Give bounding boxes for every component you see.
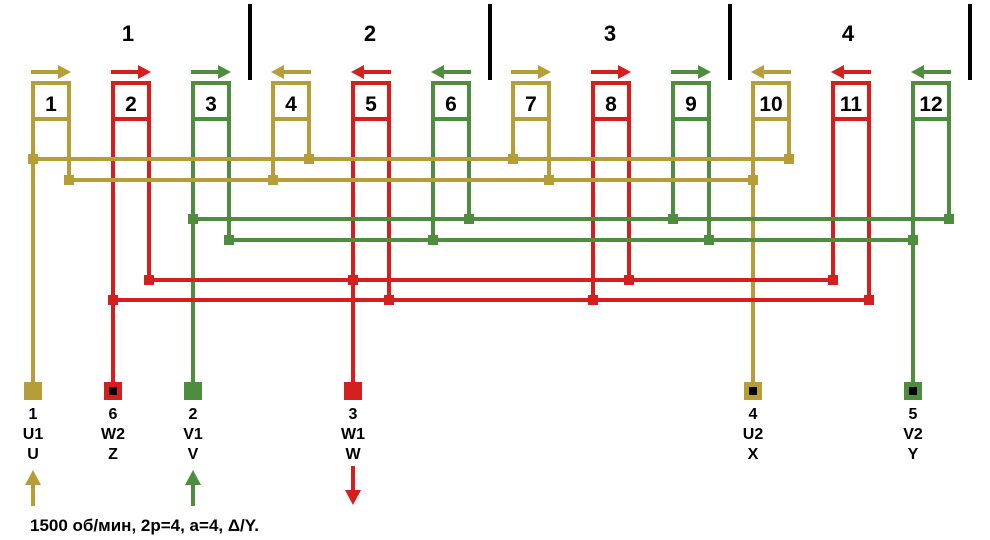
arrow-down-icon <box>345 490 361 505</box>
coil-7-box <box>511 81 551 121</box>
group-label: 4 <box>842 21 855 46</box>
terminal-iec-label: U1 <box>23 426 44 443</box>
junction-dot <box>668 214 678 224</box>
terminal-iec-label: V1 <box>183 426 203 443</box>
coil-9-box <box>671 81 711 121</box>
arrow-right-icon <box>538 65 551 79</box>
coil-10-box <box>751 81 791 121</box>
coil-number: 2 <box>125 93 137 116</box>
junction-dot <box>428 235 438 245</box>
junction-dot <box>944 214 954 224</box>
terminal-number: 6 <box>109 406 118 423</box>
terminal-old-label: Y <box>908 446 919 463</box>
junction-dot <box>304 154 314 164</box>
junction-dot <box>188 214 198 224</box>
junction-dot <box>588 295 598 305</box>
terminal-number: 3 <box>349 406 358 423</box>
coil-4-box <box>271 81 311 121</box>
coil-number: 9 <box>685 93 697 116</box>
coil-number: 1 <box>45 93 57 116</box>
coil-number: 5 <box>365 93 377 116</box>
terminal-number: 5 <box>909 406 918 423</box>
junction-dot <box>384 295 394 305</box>
coil-6-box <box>431 81 471 121</box>
coil-1-box <box>31 81 71 121</box>
group-label: 1 <box>122 21 134 46</box>
coil-number: 7 <box>525 93 537 116</box>
terminal-W1 <box>344 382 362 400</box>
arrow-right-icon <box>698 65 711 79</box>
terminal-V1 <box>184 382 202 400</box>
arrow-left-icon <box>431 65 444 79</box>
junction-dot <box>64 175 74 185</box>
terminal-U1 <box>24 382 42 400</box>
terminal-old-label: X <box>748 446 759 463</box>
arrow-left-icon <box>351 65 364 79</box>
terminal-iec-label: W2 <box>101 426 125 443</box>
group-label: 2 <box>364 21 376 46</box>
coil-11-box <box>831 81 871 121</box>
junction-dot <box>544 175 554 185</box>
arrow-up-icon <box>25 470 41 485</box>
coil-number: 8 <box>605 93 617 116</box>
junction-dot <box>828 275 838 285</box>
terminal-iec-label: W1 <box>341 426 365 443</box>
coil-number: 4 <box>285 93 297 116</box>
junction-dot <box>864 295 874 305</box>
coil-number: 10 <box>759 93 782 116</box>
arrow-left-icon <box>271 65 284 79</box>
junction-dot <box>624 275 634 285</box>
arrow-left-icon <box>831 65 844 79</box>
coil-3-box <box>191 81 231 121</box>
terminal-end-mark <box>909 387 917 395</box>
junction-dot <box>348 275 358 285</box>
arrow-left-icon <box>751 65 764 79</box>
coil-number: 6 <box>445 93 457 116</box>
coil-5-box <box>351 81 391 121</box>
coil-8-box <box>591 81 631 121</box>
arrow-right-icon <box>618 65 631 79</box>
terminal-number: 1 <box>29 406 38 423</box>
terminal-number: 4 <box>749 406 758 423</box>
group-label: 3 <box>604 21 616 46</box>
coil-12-box <box>911 81 951 121</box>
junction-dot <box>108 295 118 305</box>
arrow-left-icon <box>911 65 924 79</box>
junction-dot <box>268 175 278 185</box>
coil-number: 3 <box>205 93 217 116</box>
coil-number: 12 <box>919 93 942 116</box>
terminal-iec-label: U2 <box>743 426 764 443</box>
junction-dot <box>144 275 154 285</box>
terminal-iec-label: V2 <box>903 426 923 443</box>
terminal-old-label: W <box>345 446 361 463</box>
terminal-old-label: Z <box>108 446 118 463</box>
junction-dot <box>224 235 234 245</box>
junction-dot <box>508 154 518 164</box>
arrow-right-icon <box>218 65 231 79</box>
terminal-old-label: V <box>188 446 199 463</box>
junction-dot <box>908 235 918 245</box>
junction-dot <box>784 154 794 164</box>
terminal-old-label: U <box>27 446 39 463</box>
winding-parameters-note: 1500 об/мин, 2p=4, a=4, Δ/Y. <box>30 516 259 535</box>
terminal-number: 2 <box>189 406 198 423</box>
coil-2-box <box>111 81 151 121</box>
arrow-up-icon <box>185 470 201 485</box>
junction-dot <box>704 235 714 245</box>
junction-dot <box>28 154 38 164</box>
arrow-right-icon <box>138 65 151 79</box>
arrow-right-icon <box>58 65 71 79</box>
terminal-end-mark <box>749 387 757 395</box>
coil-number: 11 <box>840 93 863 116</box>
junction-dot <box>464 214 474 224</box>
junction-dot <box>748 175 758 185</box>
terminal-end-mark <box>109 387 117 395</box>
